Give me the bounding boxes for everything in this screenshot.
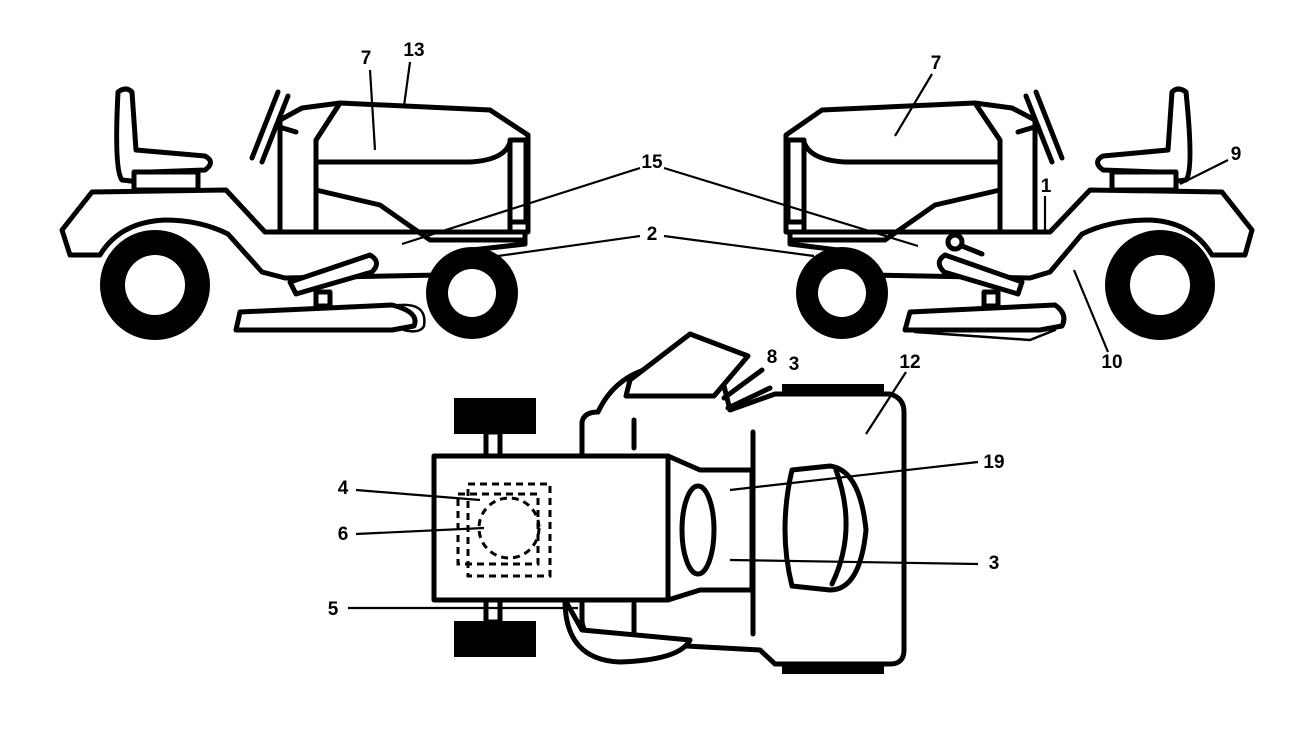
callout-labels: 7 13 15 2 7 1 9 10 8 3 12 19 3 4 6 5 bbox=[328, 40, 1242, 620]
callout-13: 13 bbox=[403, 40, 424, 61]
callout-19: 19 bbox=[983, 452, 1004, 473]
callout-3-bottom: 3 bbox=[989, 553, 1000, 574]
callout-9: 9 bbox=[1231, 144, 1242, 165]
callout-15: 15 bbox=[641, 152, 663, 173]
callout-12: 12 bbox=[899, 352, 920, 373]
callout-7-left: 7 bbox=[361, 48, 372, 69]
callout-1: 1 bbox=[1041, 176, 1052, 197]
callout-6: 6 bbox=[338, 524, 349, 545]
callout-3-top: 3 bbox=[789, 354, 800, 375]
leader-lines bbox=[348, 61, 1229, 610]
callout-5: 5 bbox=[328, 599, 339, 620]
callout-4: 4 bbox=[338, 478, 349, 499]
top-view-tractor bbox=[431, 331, 907, 674]
right-side-view-tractor bbox=[783, 86, 1255, 342]
callout-10: 10 bbox=[1101, 352, 1122, 373]
callout-7-right: 7 bbox=[931, 53, 942, 74]
left-side-view-tractor bbox=[59, 86, 531, 340]
callout-2: 2 bbox=[647, 224, 658, 245]
callout-8: 8 bbox=[767, 347, 778, 368]
